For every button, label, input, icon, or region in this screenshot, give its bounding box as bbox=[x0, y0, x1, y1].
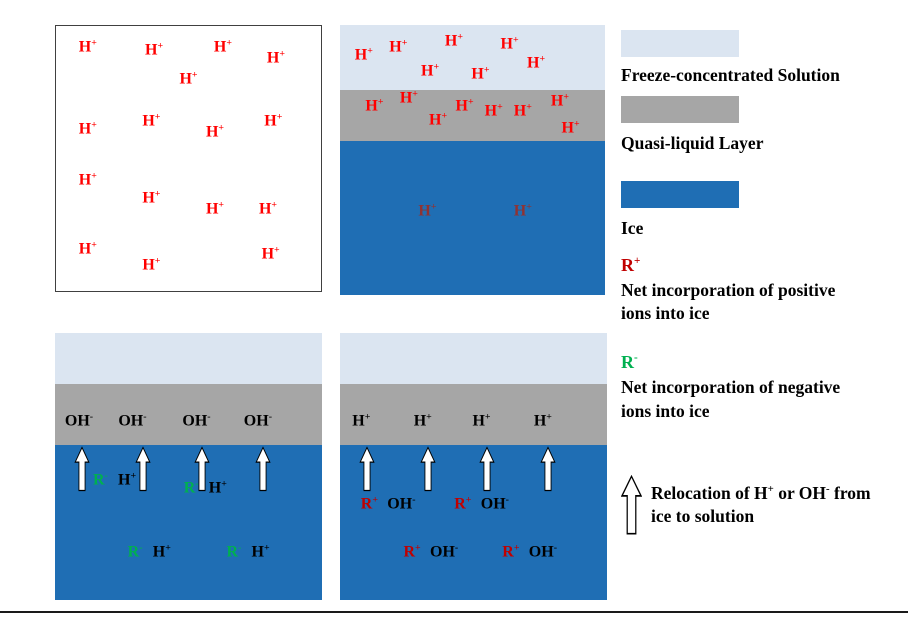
relocation-up-arrow-icon bbox=[420, 446, 436, 492]
relocation-up-arrow-icon bbox=[479, 446, 495, 492]
relocation-up-arrow-icon bbox=[359, 446, 375, 492]
h-plus-ion-label: H+ bbox=[205, 122, 225, 141]
h-plus-ion-label: H+ bbox=[389, 36, 408, 56]
quasi-liquid-color-swatch bbox=[621, 96, 739, 124]
h-plus-ion-label: H+ bbox=[258, 199, 278, 218]
h-plus-ion-label: H+ bbox=[354, 45, 373, 64]
unfrozen-solution-panel: H+ H+ H+ H+ H+ H+ H+ H+ H+ H+ H+ H+ H+ H+ H+ H+ bbox=[55, 25, 322, 292]
h-plus-ion-label: H+ bbox=[533, 411, 552, 430]
oh-minus-ion-label: OH- bbox=[480, 494, 509, 513]
h-plus-ion-label: H+ bbox=[471, 63, 490, 83]
ice-color-swatch bbox=[621, 181, 739, 209]
h-plus-ion-label: H+ bbox=[413, 411, 432, 430]
oh-minus-ion-label: OH- bbox=[243, 411, 273, 430]
h-plus-ion-label: H+ bbox=[142, 111, 161, 131]
h-plus-ion-label: H+ bbox=[78, 119, 97, 139]
r-plus-symbol: R+ bbox=[621, 256, 901, 276]
h-plus-ion-label: H+ bbox=[365, 96, 384, 115]
freeze-concentrated-solution-layer bbox=[55, 333, 322, 384]
h-plus-ion-label: H+ bbox=[266, 48, 285, 67]
relocation-legend-label: Relocation of H+ or OH- from ice to solu… bbox=[651, 482, 871, 526]
h-plus-ion-label: H+ bbox=[208, 478, 227, 497]
quasi-liquid-layer-layer bbox=[340, 383, 607, 446]
h-plus-ion-label: H+ bbox=[561, 117, 580, 137]
r-plus-ion-label: R+ bbox=[502, 542, 520, 561]
h-plus-ion-label: H+ bbox=[78, 238, 97, 258]
oh-minus-ion-label: OH- bbox=[64, 411, 94, 430]
h-plus-ion-label: H+ bbox=[421, 61, 440, 80]
h-plus-ion-label: H+ bbox=[213, 37, 232, 56]
bottom-border-line bbox=[0, 611, 908, 613]
quasi-liquid-layer-layer bbox=[340, 89, 605, 142]
r-minus-ion-label: R- bbox=[92, 470, 108, 489]
r-minus-symbol: R- bbox=[621, 353, 901, 373]
r-plus-ion-label: R+ bbox=[403, 542, 421, 561]
r-minus-legend-label: Net incorporation of negative ions into … bbox=[621, 377, 841, 421]
r-minus-ion-label: R- bbox=[127, 542, 143, 561]
oh-minus-ion-label: OH- bbox=[118, 411, 147, 430]
relocation-legend-row: Relocation of H+ or OH- from ice to solu… bbox=[621, 474, 901, 535]
oh-minus-ion-label: OH- bbox=[387, 494, 416, 513]
relocation-up-arrow-icon bbox=[194, 446, 210, 492]
h-plus-ion-label: H+ bbox=[352, 411, 371, 430]
h-plus-ion-label: H+ bbox=[484, 101, 503, 121]
h-plus-ion-label: H+ bbox=[455, 96, 474, 115]
h-plus-ion-label: H+ bbox=[444, 31, 463, 50]
h-plus-ion-label: H+ bbox=[78, 37, 97, 56]
h-plus-ion-label: H+ bbox=[264, 111, 283, 131]
h-plus-ion-label: H+ bbox=[179, 69, 198, 88]
oh-relocation-panel: OH- OH- OH- OH- R- R- R- R- H+ H+ H+ H+ bbox=[55, 333, 322, 600]
h-relocation-panel: H+ H+ H+ H+ R+ R+ R+ R+ OH- OH- OH- OH- bbox=[340, 333, 607, 600]
h-plus-ion-label: H+ bbox=[142, 188, 161, 207]
h-plus-ion-label: H+ bbox=[205, 199, 225, 218]
r-plus-ion-label: R+ bbox=[621, 255, 641, 276]
h-plus-ion-label: H+ bbox=[142, 254, 161, 274]
r-plus-legend-label: Net incorporation of positive ions into … bbox=[621, 280, 836, 324]
oh-minus-ion-label: OH- bbox=[430, 542, 459, 561]
quasi-liquid-layer-layer bbox=[55, 383, 322, 446]
freeze-concentrated-solution-layer bbox=[340, 25, 605, 90]
legend: Freeze-concentrated Solution Quasi-liqui… bbox=[621, 28, 901, 535]
h-plus-ion-label: H+ bbox=[78, 170, 97, 189]
h-plus-ion-label: H+ bbox=[118, 470, 137, 489]
relocation-up-arrow-icon bbox=[540, 446, 556, 492]
oh-minus-ion-label: OH- bbox=[182, 411, 211, 430]
h-plus-ion-label: H+ bbox=[500, 34, 519, 53]
h-plus-ion-label: H+ bbox=[550, 90, 569, 110]
h-plus-ion-label: H+ bbox=[513, 201, 532, 220]
ice-layer bbox=[340, 445, 607, 600]
h-plus-ion-label: H+ bbox=[418, 201, 437, 220]
h-plus-ion-label: H+ bbox=[144, 40, 164, 59]
ice-layer bbox=[340, 141, 605, 295]
h-plus-ion-label: H+ bbox=[428, 109, 448, 129]
r-minus-ion-label: R- bbox=[183, 478, 199, 497]
ice-legend-label: Ice bbox=[621, 218, 644, 239]
r-minus-ion-label: R- bbox=[226, 542, 242, 561]
h-plus-ion-label: H+ bbox=[399, 88, 418, 107]
r-plus-ion-label: R+ bbox=[454, 494, 472, 513]
relocation-up-arrow-icon bbox=[74, 446, 90, 492]
relocation-up-arrow-icon bbox=[135, 446, 151, 492]
h-plus-ion-label: H+ bbox=[251, 542, 270, 561]
relocation-up-arrow-icon bbox=[621, 474, 642, 535]
h-plus-ion-label: H+ bbox=[152, 542, 171, 561]
oh-minus-ion-label: OH- bbox=[528, 542, 558, 561]
solution-color-swatch bbox=[621, 30, 739, 57]
h-plus-ion-label: H+ bbox=[261, 244, 280, 263]
h-plus-ion-label: H+ bbox=[513, 101, 532, 121]
r-minus-ion-label: R- bbox=[621, 352, 638, 373]
freeze-concentrated-solution-layer bbox=[340, 333, 607, 384]
h-plus-ion-label: H+ bbox=[527, 53, 546, 72]
relocation-up-arrow-icon bbox=[255, 446, 271, 492]
solution-legend-label: Freeze-concentrated Solution bbox=[621, 65, 840, 85]
quasi-liquid-legend-label: Quasi-liquid Layer bbox=[621, 133, 764, 154]
frozen-layers-panel: H+H+H+H+H+H+H+H+H+H+H+H+H+H+H+H+H+ bbox=[340, 25, 605, 295]
ice-layer bbox=[55, 445, 322, 600]
h-plus-ion-label: H+ bbox=[472, 411, 491, 430]
r-plus-ion-label: R+ bbox=[360, 494, 378, 513]
